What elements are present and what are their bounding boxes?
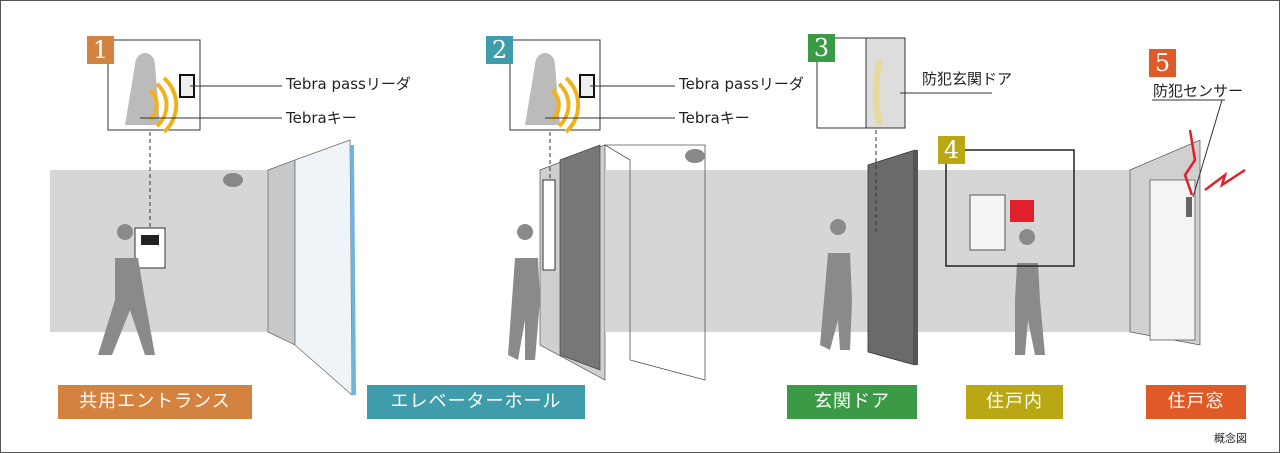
camera-entrance: [223, 173, 243, 187]
people-silhouettes: [98, 219, 1045, 360]
glass-door: [294, 139, 353, 396]
entrance-reader: [134, 227, 166, 269]
zone-inside-unit: 住戸内: [966, 385, 1063, 419]
zone-elevator-hall: エレベーターホール: [367, 385, 585, 419]
front-door: [867, 149, 916, 366]
elevator-reader: [542, 179, 556, 271]
detail-box-4: [945, 149, 1075, 267]
callout-tebra-key-1: Tebraキー: [286, 109, 357, 127]
badge-4: 4: [938, 136, 965, 164]
secom-sticker: [1010, 200, 1034, 222]
security-sensor: [1186, 197, 1192, 217]
badge-2: 2: [486, 36, 513, 64]
callout-security-sensor: 防犯センサー: [1153, 82, 1244, 100]
zone-unit-window: 住戸窓: [1146, 385, 1246, 419]
callout-tebra-pass-reader-1: Tebra passリーダ: [286, 75, 411, 93]
zone-front-door: 玄関ドア: [787, 385, 917, 419]
elevator-doors: [559, 144, 601, 371]
callout-security-door: 防犯玄関ドア: [922, 70, 1013, 88]
badge-3: 3: [808, 34, 835, 62]
intercom-monitor: [969, 194, 1006, 251]
badge-1: 1: [87, 36, 114, 64]
camera-elevator: [685, 149, 705, 163]
elevator-hall-wall: [605, 170, 1130, 332]
callout-tebra-pass-reader-2: Tebra passリーダ: [679, 75, 804, 93]
zone-common-entrance: 共用エントランス: [58, 385, 252, 419]
callout-tebra-key-2: Tebraキー: [679, 109, 750, 127]
badge-5: 5: [1149, 49, 1176, 77]
entrance-side-wall: [267, 159, 296, 346]
conceptual-diagram-note: 概念図: [1214, 432, 1247, 445]
